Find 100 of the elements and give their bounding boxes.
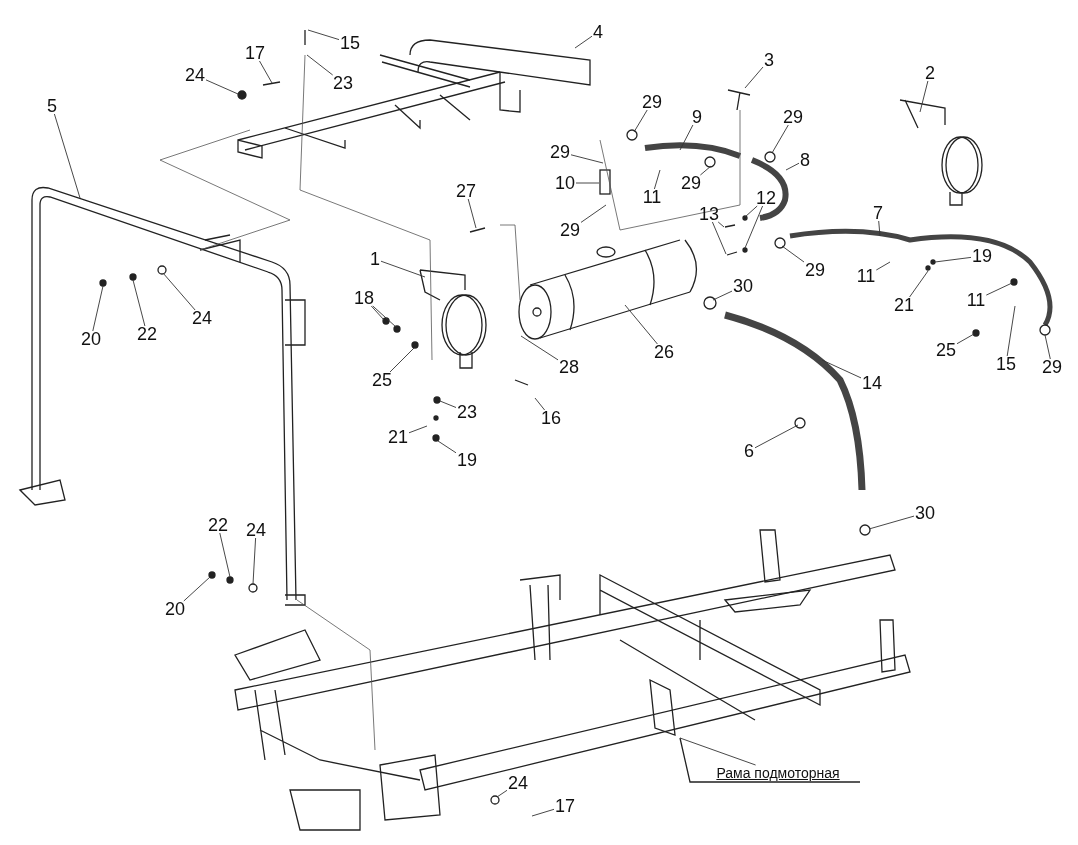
callout-number: 29 <box>560 220 580 240</box>
leader-line <box>162 272 196 311</box>
leader-line <box>744 205 764 249</box>
leader-line <box>534 397 546 411</box>
callout-number: 19 <box>972 246 992 266</box>
callout-number: 22 <box>208 515 228 535</box>
leader-line <box>711 221 727 255</box>
leader-line <box>575 182 600 184</box>
callout-number: 11 <box>642 187 662 207</box>
callout-number: 17 <box>555 796 575 816</box>
callout-number: 7 <box>873 203 883 223</box>
callout-number: 29 <box>783 107 803 127</box>
leader-line <box>132 279 146 327</box>
callout-number: 25 <box>372 370 392 390</box>
leader-line <box>754 424 799 449</box>
leader-line <box>467 198 477 229</box>
leader-line <box>653 169 661 190</box>
leader-line <box>307 29 340 41</box>
leader-line <box>496 789 508 798</box>
leader-line <box>252 537 257 585</box>
leader-line <box>878 220 881 237</box>
callout-number: 30 <box>915 503 935 523</box>
leader-line <box>92 285 104 332</box>
leader-line <box>531 808 555 817</box>
callout-number: 20 <box>165 599 185 619</box>
leader-line <box>679 737 757 766</box>
callout-number: 12 <box>756 188 776 208</box>
leader-line <box>785 162 800 171</box>
leader-line <box>439 400 457 408</box>
callout-number: 24 <box>246 520 266 540</box>
callout-number: 29 <box>642 92 662 112</box>
callout-number: 20 <box>81 329 101 349</box>
leader-line <box>717 221 725 228</box>
leader-line <box>679 124 694 151</box>
leader-line <box>389 347 415 373</box>
callout-number: 23 <box>333 73 353 93</box>
callout-number: 21 <box>388 427 408 447</box>
callout-number: 18 <box>354 288 374 308</box>
leader-line <box>712 290 733 301</box>
leader-line <box>219 532 231 578</box>
callout-number: 24 <box>508 773 528 793</box>
leader-line <box>821 359 862 379</box>
callout-number: 15 <box>340 33 360 53</box>
callout-number: 15 <box>996 354 1016 374</box>
leader-line <box>53 113 81 199</box>
leader-line <box>771 124 789 154</box>
leader-line <box>437 440 457 454</box>
callout-number: 10 <box>555 173 575 193</box>
callout-number: 3 <box>764 50 774 70</box>
callout-number: 17 <box>245 43 265 63</box>
leader-line <box>570 154 604 164</box>
callout-number: 29 <box>681 173 701 193</box>
callout-number: 24 <box>192 308 212 328</box>
callout-number: 27 <box>456 181 476 201</box>
leader-line <box>868 515 915 530</box>
callout-number: 29 <box>1042 357 1062 377</box>
callout-number: 28 <box>559 357 579 377</box>
leader-line <box>934 256 972 263</box>
callout-number: 29 <box>805 260 825 280</box>
callout-number: 16 <box>541 408 561 428</box>
leader-line <box>875 261 891 271</box>
leader-line <box>699 165 712 176</box>
callout-number: 22 <box>137 324 157 344</box>
callout-number: 29 <box>550 142 570 162</box>
callout-number: 14 <box>862 373 882 393</box>
callout-number: 5 <box>47 96 57 116</box>
leader-line <box>372 305 397 328</box>
callout-number: 11 <box>856 266 876 286</box>
callout-number: 1 <box>370 249 380 269</box>
callout-number: 13 <box>699 204 719 224</box>
callout-number: 2 <box>925 63 935 83</box>
leader-line <box>370 305 385 321</box>
leader-line <box>259 60 273 84</box>
leader-line <box>1044 334 1051 360</box>
leader-line <box>909 270 929 298</box>
leader-line <box>624 304 658 345</box>
callout-number: 25 <box>936 340 956 360</box>
leader-line <box>744 205 758 218</box>
leader-line <box>574 35 593 49</box>
leader-line <box>1006 305 1016 357</box>
leader-line <box>205 79 239 95</box>
leader-line <box>380 260 426 278</box>
leader-line <box>744 66 764 89</box>
callout-number: 6 <box>744 441 754 461</box>
callout-number: 19 <box>457 450 477 470</box>
callout-number: 23 <box>457 402 477 422</box>
part-label: Рама подмоторная <box>716 763 840 783</box>
callout-number: 11 <box>966 290 986 310</box>
callout-number: 9 <box>692 107 702 127</box>
leader-line <box>183 576 211 602</box>
callout-number: 24 <box>185 65 205 85</box>
leader-line <box>633 109 648 133</box>
leader-line <box>580 204 607 223</box>
leader-line <box>520 335 559 361</box>
leader-line <box>408 425 428 434</box>
callout-number: 21 <box>894 295 914 315</box>
callout-number: 26 <box>654 342 674 362</box>
leader-line <box>956 333 975 345</box>
callout-number: 30 <box>733 276 753 296</box>
callout-number: 8 <box>800 150 810 170</box>
